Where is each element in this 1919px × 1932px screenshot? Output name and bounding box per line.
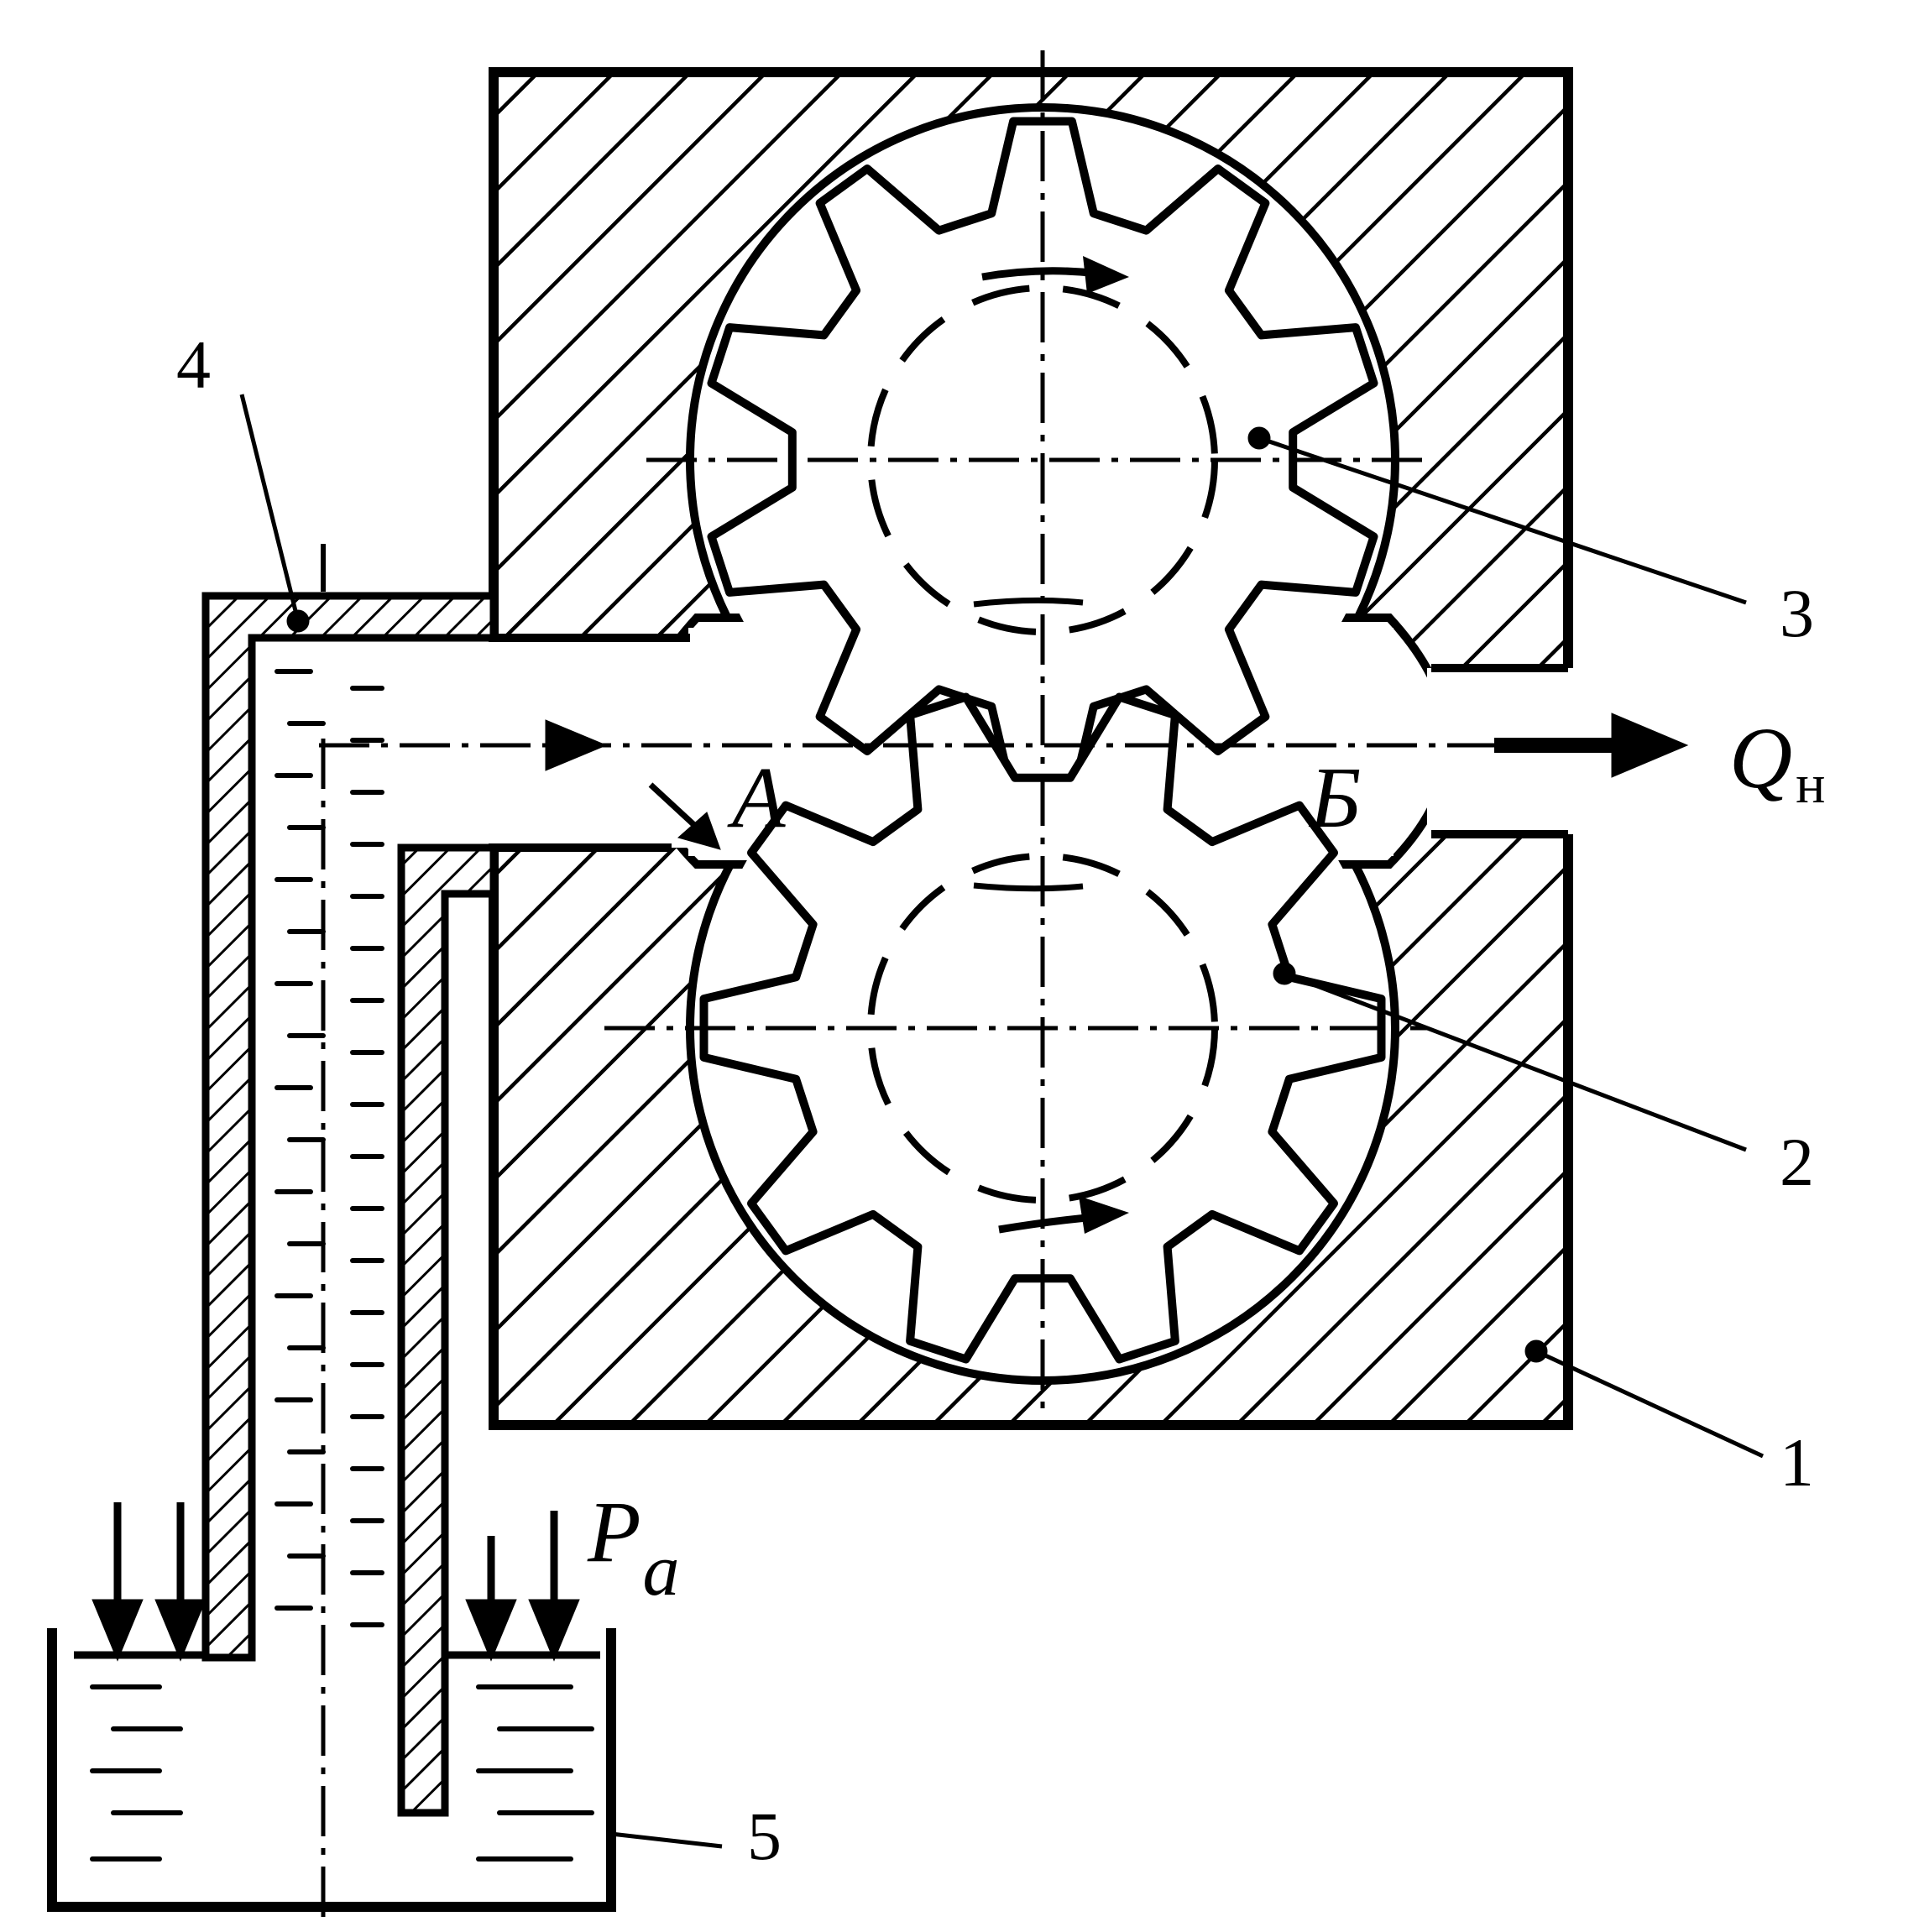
label-3: 3 <box>1780 575 1814 651</box>
label-4: 4 <box>176 326 211 403</box>
inlet-flow-arrow <box>545 719 608 771</box>
label-1: 1 <box>1780 1424 1814 1501</box>
center-lines <box>319 50 1671 1918</box>
flow-arrows <box>545 713 1689 850</box>
label-2: 2 <box>1780 1124 1814 1200</box>
label-flow-q: Qн <box>1729 710 1825 815</box>
label-chamber-a: А <box>727 749 786 846</box>
suction-pipe <box>201 544 498 1817</box>
outlet-flow-arrow <box>1611 713 1689 778</box>
atmospheric-pressure-arrows <box>92 1502 580 1662</box>
pipe-liquid <box>275 669 384 1627</box>
pitch-circles <box>867 285 1218 1204</box>
tank <box>47 1628 616 1912</box>
labels: 3 2 1 4 5 А Б Qн Pa <box>176 326 1825 1874</box>
leader-lines <box>239 394 1765 1849</box>
label-5: 5 <box>747 1798 782 1874</box>
rotation-arrows <box>973 256 1129 1234</box>
label-pressure-p: Pa <box>587 1484 680 1611</box>
tank-liquid <box>90 1684 594 1862</box>
label-chamber-b: Б <box>1308 749 1361 846</box>
chamber-a-arrow <box>677 812 721 850</box>
